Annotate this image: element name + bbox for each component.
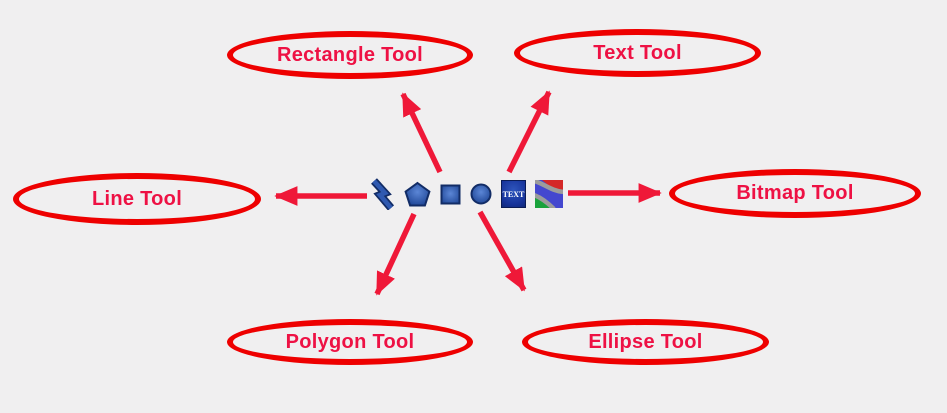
callout-ellipse-tool: Ellipse Tool [522,319,769,365]
arrow-to-ellipse-tool [477,210,527,292]
rectangle-tool-icon [440,184,461,204]
text-tool-button[interactable]: TEXT [501,180,526,208]
callout-polygon-tool: Polygon Tool [227,319,473,365]
drawing-toolbar: TEXT [369,177,563,211]
callout-text-tool: Text Tool [514,29,761,77]
polygon-tool-icon [404,181,431,206]
line-tool-button[interactable] [369,178,395,210]
callout-ellipse-tool-label: Ellipse Tool [588,330,703,353]
bitmap-tool-button[interactable] [535,180,563,208]
ellipse-tool-icon [470,183,492,205]
text-tool-icon-label: TEXT [502,189,525,199]
callout-rectangle-tool: Rectangle Tool [227,31,473,79]
callout-rectangle-tool-label: Rectangle Tool [276,43,424,66]
text-tool-icon: TEXT [501,180,526,208]
callout-bitmap-tool: Bitmap Tool [669,169,921,218]
arrow-to-rectangle-tool [400,92,443,174]
bitmap-tool-icon [535,180,563,208]
callout-text-tool-label: Text Tool [593,41,682,64]
callout-polygon-tool-label: Polygon Tool [285,330,415,353]
arrow-to-text-tool [506,90,552,174]
callout-line-tool-label: Line Tool [91,187,183,210]
polygon-tool-button[interactable] [404,181,431,208]
callout-line-tool: Line Tool [13,173,261,225]
arrow-to-polygon-tool [374,212,417,296]
callout-bitmap-tool-label: Bitmap Tool [736,182,854,204]
rectangle-tool-button[interactable] [440,184,461,205]
line-tool-icon [371,178,395,210]
ellipse-tool-button[interactable] [470,183,492,205]
